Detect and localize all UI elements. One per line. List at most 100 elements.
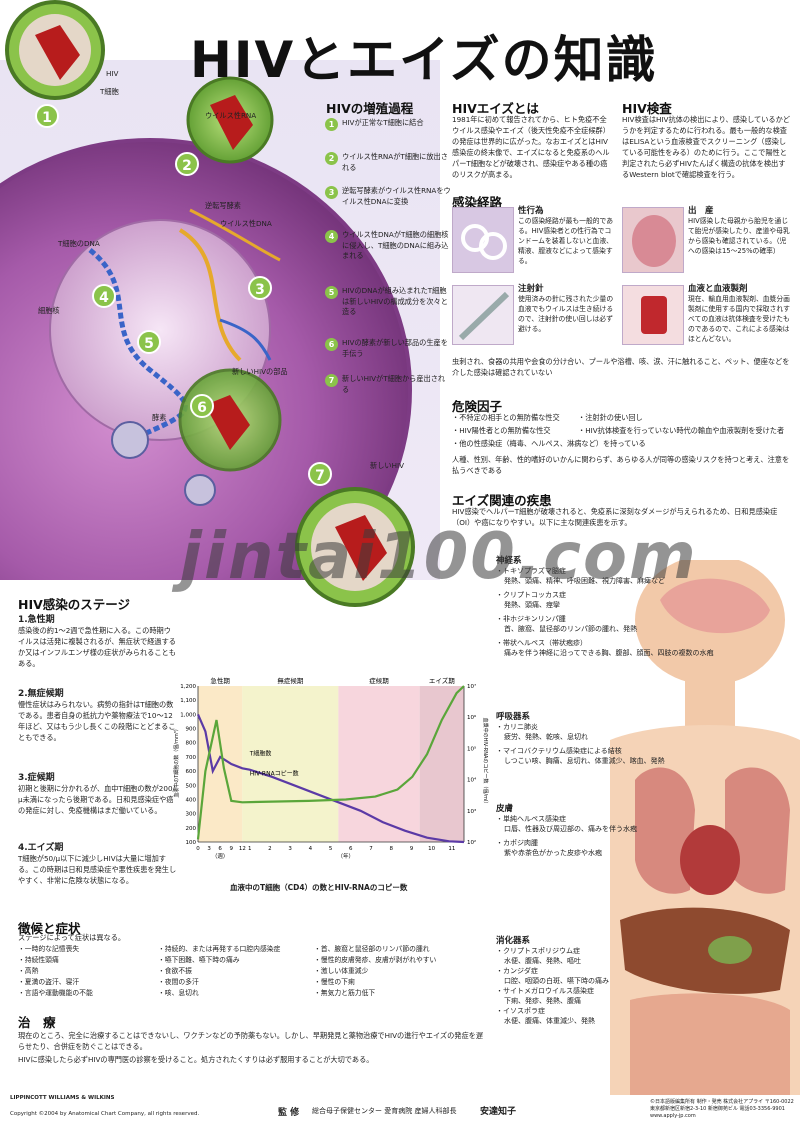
x-tick-label-year: 1 (248, 846, 252, 852)
what-is-body: 1981年に初めて報告されてから、ヒト免疫不全ウイルス感染やエイズ（後天性免疫不… (452, 115, 610, 179)
publisher-logo: LIPPINCOTT WILLIAMS & WILKINS (10, 1095, 115, 1101)
y-right-tick-label: 10⁶ (467, 714, 477, 721)
label-enzyme: 酵素 (152, 413, 167, 422)
x-tick-label-year: 6 (349, 846, 353, 852)
supervisor-label: 監 修 (278, 1108, 300, 1118)
x-tick-label-week: 12 (239, 846, 246, 852)
step-badge-2: 2 (175, 152, 199, 176)
birth-route-image (622, 207, 684, 273)
risk-item: ・不特定の相手との無防備な性交 (452, 413, 560, 422)
stage-acute: 1.急性期 感染後の約1〜2週で急性期に入る。この時期ウイルスは活発に複製される… (18, 615, 176, 668)
related-body: HIV感染でヘルパーT細胞が破壊されると、免疫系に深刻なダメージが与えられるため… (452, 507, 778, 527)
x-tick-label-year: 7 (369, 846, 373, 852)
label-t-cell: T細胞 (100, 87, 119, 96)
label-t-cell-dna: T細胞のDNA (58, 239, 100, 248)
phase-band (198, 686, 243, 842)
disease-group-digestive: 消化器系 ・クリプトスポリジウム症 水便、腹痛、発熱、嘔吐 ・カンジダ症 口腔、… (496, 936, 609, 1025)
x-tick-label-week: 9 (230, 846, 234, 852)
symptom-item: ・一時的な記憶喪失 (18, 945, 80, 953)
symptom-item: ・首、腋窩と鼠径部のリンパ節の腫れ (314, 945, 430, 953)
supervisor-name: 安達知子 (480, 1107, 517, 1117)
treatment-body-2: HIVに感染したら必ずHIVの専門医の診察を受けること。処方されたくすりは必ず服… (18, 1055, 374, 1064)
copyright: Copyright ©2004 by Anatomical Chart Comp… (10, 1111, 200, 1117)
new-hiv-virus (295, 487, 415, 607)
symptom-item: ・夏満の盗汗、寝汗 (18, 978, 80, 986)
routes-note: 虫刺され、食器の共用や会食の分け合い、プールや浴槽、咳、涙、汗に触れること、ペッ… (452, 357, 790, 377)
symptoms-col-2: ・持続的、または再発する口腔内感染症 ・嚥下困難、嚥下時の痛み ・食欲不振 ・夜… (158, 944, 313, 999)
step-badge-6: 6 (190, 394, 214, 418)
page-title: HIVとエイズの知識 (190, 31, 658, 89)
x-unit-weeks: （週） (212, 852, 229, 860)
y-left-tick-label: 1,100 (180, 698, 196, 704)
route-blood: 血液と血液製剤 現在、輸血用血液製剤、血漿分画製剤に使用する国内で採取されすべて… (688, 284, 790, 343)
stage-symptomatic: 3.症候期 初期と後期に分かれるが、血中T細胞の数が200/μ未満になったら後期… (18, 773, 175, 815)
stage-aids: 4.エイズ期 T細胞が50/μ以下に減少しHIVは大量に増加する。この時期は日和… (18, 843, 177, 885)
phase-label: 急性期 (210, 676, 230, 685)
routes-heading: 感染経路 (452, 195, 503, 210)
label-new-hiv: 新しいHIV (370, 461, 405, 470)
symptoms-heading: 徴候と症状 (18, 921, 81, 936)
step-badge-5: 5 (137, 330, 161, 354)
y-right-tick-label: 10⁵ (467, 745, 476, 752)
risk-item: ・HIV抗体検査を行っていない時代の輸血や血液製剤を受けた者 (578, 426, 785, 435)
y-left-tick-label: 300 (186, 812, 197, 818)
y-right-tick-label: 10² (467, 839, 476, 846)
symptom-item: ・持続性頭痛 (18, 956, 59, 964)
x-tick-label-week: 6 (218, 846, 222, 852)
x-tick-label-year: 5 (329, 846, 333, 852)
blood-route-image (622, 285, 684, 345)
phase-band (242, 686, 339, 842)
footer: LIPPINCOTT WILLIAMS & WILKINS Copyright … (10, 1095, 794, 1130)
symptom-item: ・慢性的皮膚発疹、皮膚が剥がれやすい (314, 956, 437, 964)
phase-band (338, 686, 420, 842)
phase-label: エイズ期 (429, 676, 455, 685)
y-left-axis-label: 血液中のT細胞の数（個/mm³） (173, 726, 180, 798)
distributor: ©日本語版編集所有 制作・発売 株式会社アプライ 〒160-0022 東京都新宿… (650, 1099, 794, 1119)
disease-group-neuro: 神経系 ・トキソプラズマ脳症 発熱、頭痛、精神、呼吸困難、視力障害、麻痺など ・… (496, 556, 714, 657)
series-label: HIV-RNAコピー数 (250, 769, 299, 777)
y-left-tick-label: 1,200 (180, 684, 196, 690)
route-needle: 注射針 使用済みの針に残された少量の血液でもウイルスは生き続けるので、注射針の使… (518, 284, 614, 333)
related-heading: エイズ関連の疾患 (452, 493, 552, 508)
symptoms-col-1: ・一時的な記憶喪失 ・持続性頭痛 ・高熱 ・夏満の盗汗、寝汗 ・言語や運動機能の… (18, 944, 158, 999)
label-nucleus: 細胞核 (38, 306, 60, 315)
y-left-tick-label: 1,000 (180, 712, 196, 718)
route-sex: 性行為 この感染経路が最も一般的である。HIV感染者との性行為でコンドームを装着… (518, 206, 614, 265)
stage-asymptomatic: 2.無症候期 慢性症状はみられない。病勢の指針はT細胞の数である。患者自身の抵抗… (18, 689, 176, 742)
symptom-item: ・慢性の下痢 (314, 978, 355, 986)
x-tick-label-year: 8 (389, 846, 393, 852)
label-reverse-transcriptase: 逆転写酵素 (205, 201, 241, 210)
x-tick-label-year: 10 (428, 846, 435, 852)
series-label: T細胞数 (249, 749, 272, 757)
y-left-tick-label: 700 (186, 755, 197, 761)
treatment-body: 現在のところ、完全に治療することはできないし、ワクチンなどの予防薬もない。しかし… (18, 1031, 484, 1051)
symptom-item: ・無気力と筋力低下 (314, 989, 376, 997)
risk-item: ・HIV陽性者との無防備な性交 (452, 426, 551, 435)
step-badge-4: 4 (92, 284, 116, 308)
series-line (196, 685, 465, 840)
phase-label: 無症候期 (277, 676, 304, 685)
risk-heading: 危険因子 (452, 399, 503, 414)
disease-group-respiratory: 呼吸器系 ・カリニ肺炎 疲労、発熱、乾咳、息切れ ・マイコバクテリウム感染症によ… (496, 712, 665, 765)
symptom-item: ・夜間の多汗 (158, 978, 199, 986)
chart-caption: 血液中のT細胞（CD4）の数とHIV-RNAのコピー数 (230, 883, 408, 892)
symptom-item: ・激しい体重減少 (314, 967, 369, 975)
x-tick-label-year: 2 (268, 846, 272, 852)
symptom-item: ・高熱 (18, 967, 39, 975)
symptom-item: ・食欲不振 (158, 967, 192, 975)
label-viral-dna: ウイルス性DNA (220, 219, 272, 228)
treatment-heading: 治 療 (18, 1015, 56, 1030)
x-tick-label-year: 9 (410, 846, 414, 852)
y-left-tick-label: 200 (186, 826, 197, 832)
x-unit-years: （年） (338, 852, 355, 860)
symptom-item: ・言語や運動機能の不能 (18, 989, 93, 997)
y-left-tick-label: 500 (186, 783, 197, 789)
x-tick-label-week: 3 (207, 846, 211, 852)
